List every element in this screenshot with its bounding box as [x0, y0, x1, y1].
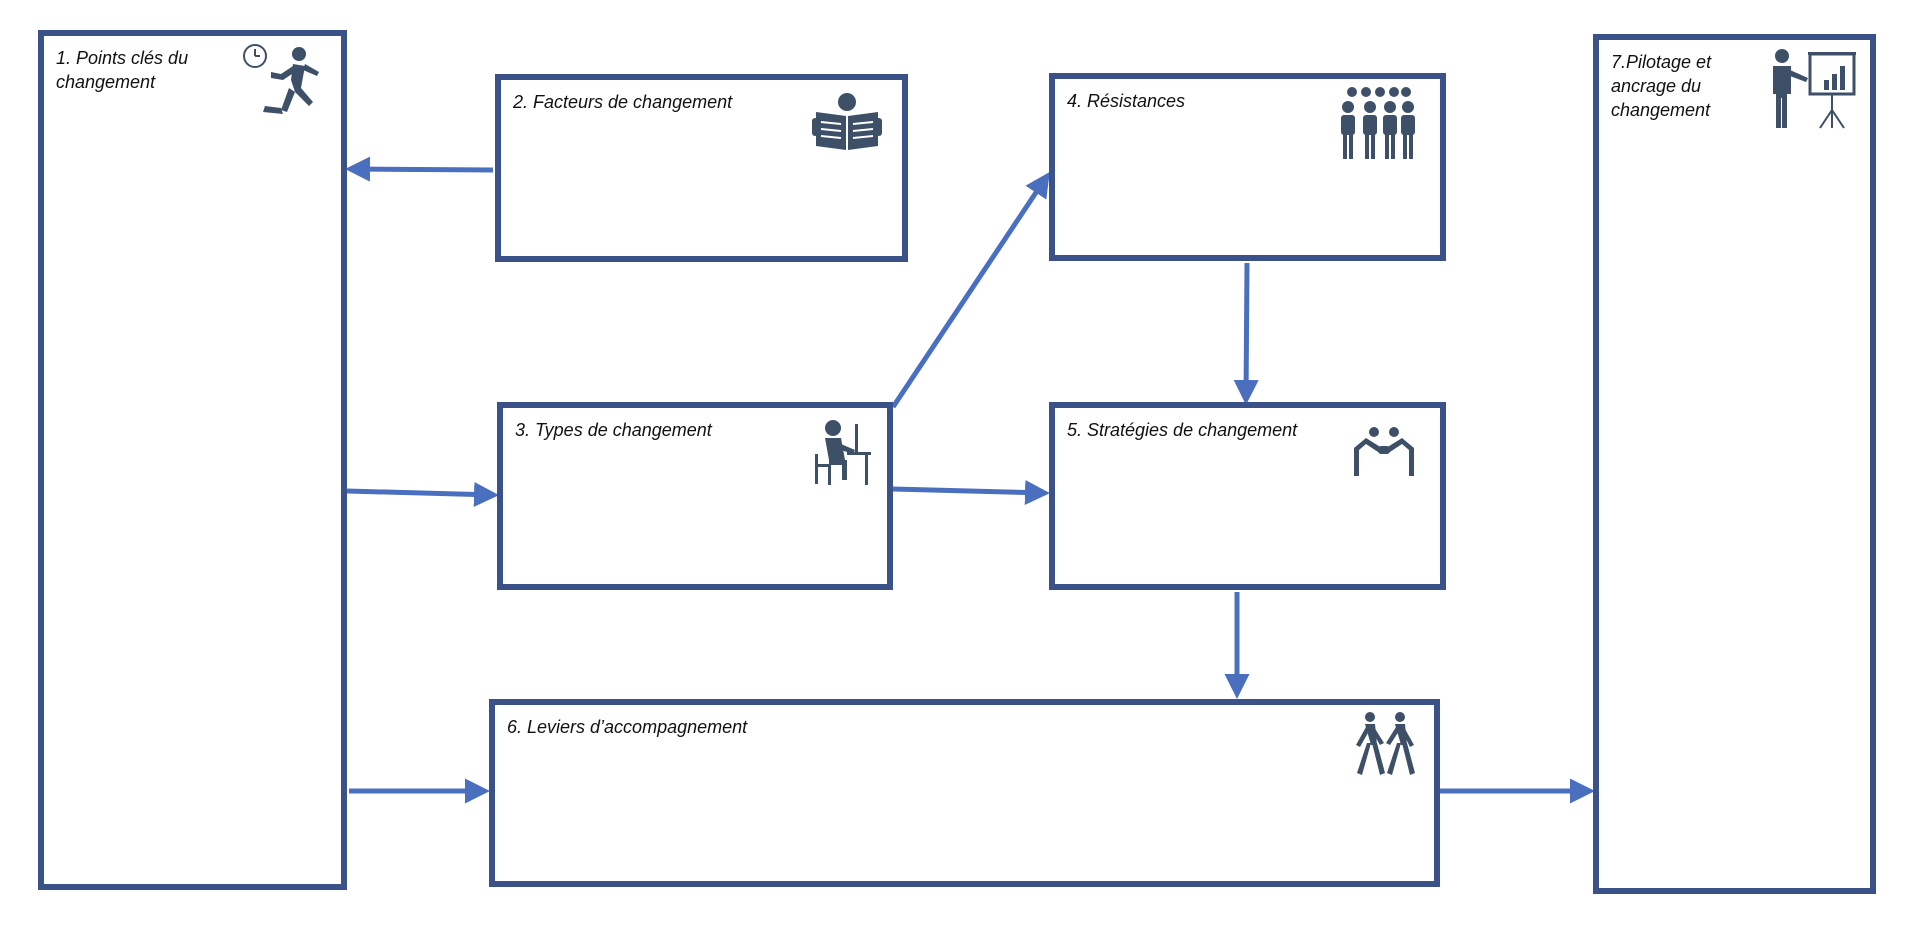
box-resistances: 4. Résistances — [1049, 73, 1446, 261]
box-change-strategies-label: 5. Stratégies de changement — [1067, 420, 1298, 440]
arrow-resistances-to-strategies — [1233, 262, 1259, 405]
box-support-levers-label: 6. Leviers d’accompagnement — [507, 717, 748, 737]
box-key-points: 1. Points clés du changement — [38, 30, 347, 890]
handshake-icon — [1354, 427, 1414, 476]
arrow-types-to-resistances — [890, 171, 1050, 409]
arrow-key-points-to-types — [346, 481, 499, 507]
newspaper-reader-icon — [812, 93, 882, 150]
box-change-types-label: 3. Types de changement — [515, 420, 712, 440]
box-steering-anchoring-label: 7.Pilotage et ancrage du changement — [1611, 52, 1712, 120]
box-change-types: 3. Types de changement — [497, 402, 893, 590]
box-change-strategies: 5. Stratégies de changement — [1049, 402, 1446, 590]
arrow-types-to-strategies — [892, 479, 1050, 505]
walking-people-icon — [1356, 712, 1415, 775]
person-at-computer-icon — [815, 420, 871, 485]
box-resistances-label: 4. Résistances — [1067, 91, 1186, 111]
arrow-factors-to-key-points — [345, 156, 494, 182]
running-person-clock-icon — [243, 44, 319, 114]
box-change-factors: 2. Facteurs de changement — [495, 74, 908, 262]
box-steering-anchoring: 7.Pilotage et ancrage du changement — [1593, 34, 1876, 894]
crowd-icon — [1341, 87, 1415, 159]
box-support-levers: 6. Leviers d’accompagnement — [489, 699, 1440, 887]
box-change-factors-label: 2. Facteurs de changement — [513, 92, 733, 112]
presenter-chart-icon — [1773, 49, 1856, 129]
box-key-points-label: 1. Points clés du changement — [56, 48, 189, 92]
